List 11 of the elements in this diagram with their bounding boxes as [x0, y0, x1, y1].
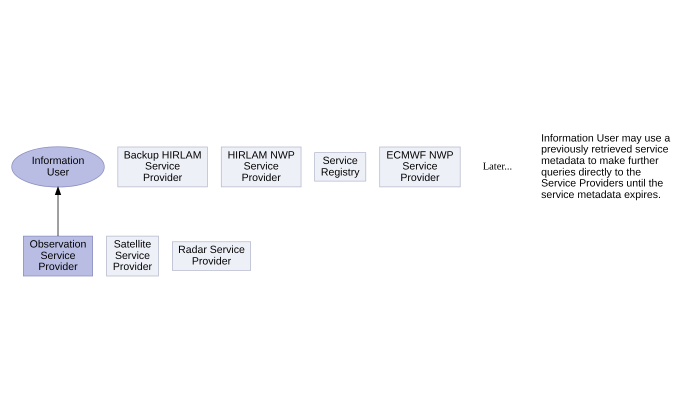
node-box: Backup HIRLAM Service Provider [117, 146, 208, 187]
node-box: Satellite Service Provider [106, 235, 159, 276]
node-box: ECMWF NWP Service Provider [379, 146, 461, 187]
node-box: HIRLAM NWP Service Provider [220, 146, 302, 187]
node-box: Service Registry [314, 152, 366, 182]
label: Information User may use a previously retrieved service metadata to make further queries directly to the Service Providers until the service metadata expires. [541, 132, 670, 200]
label: Later... [482, 161, 512, 172]
node-box: Observation Service Provider [23, 235, 93, 276]
node-ellipse: Information User [11, 146, 105, 187]
node-box: Radar Service Provider [172, 240, 252, 270]
arrow [54, 186, 62, 236]
